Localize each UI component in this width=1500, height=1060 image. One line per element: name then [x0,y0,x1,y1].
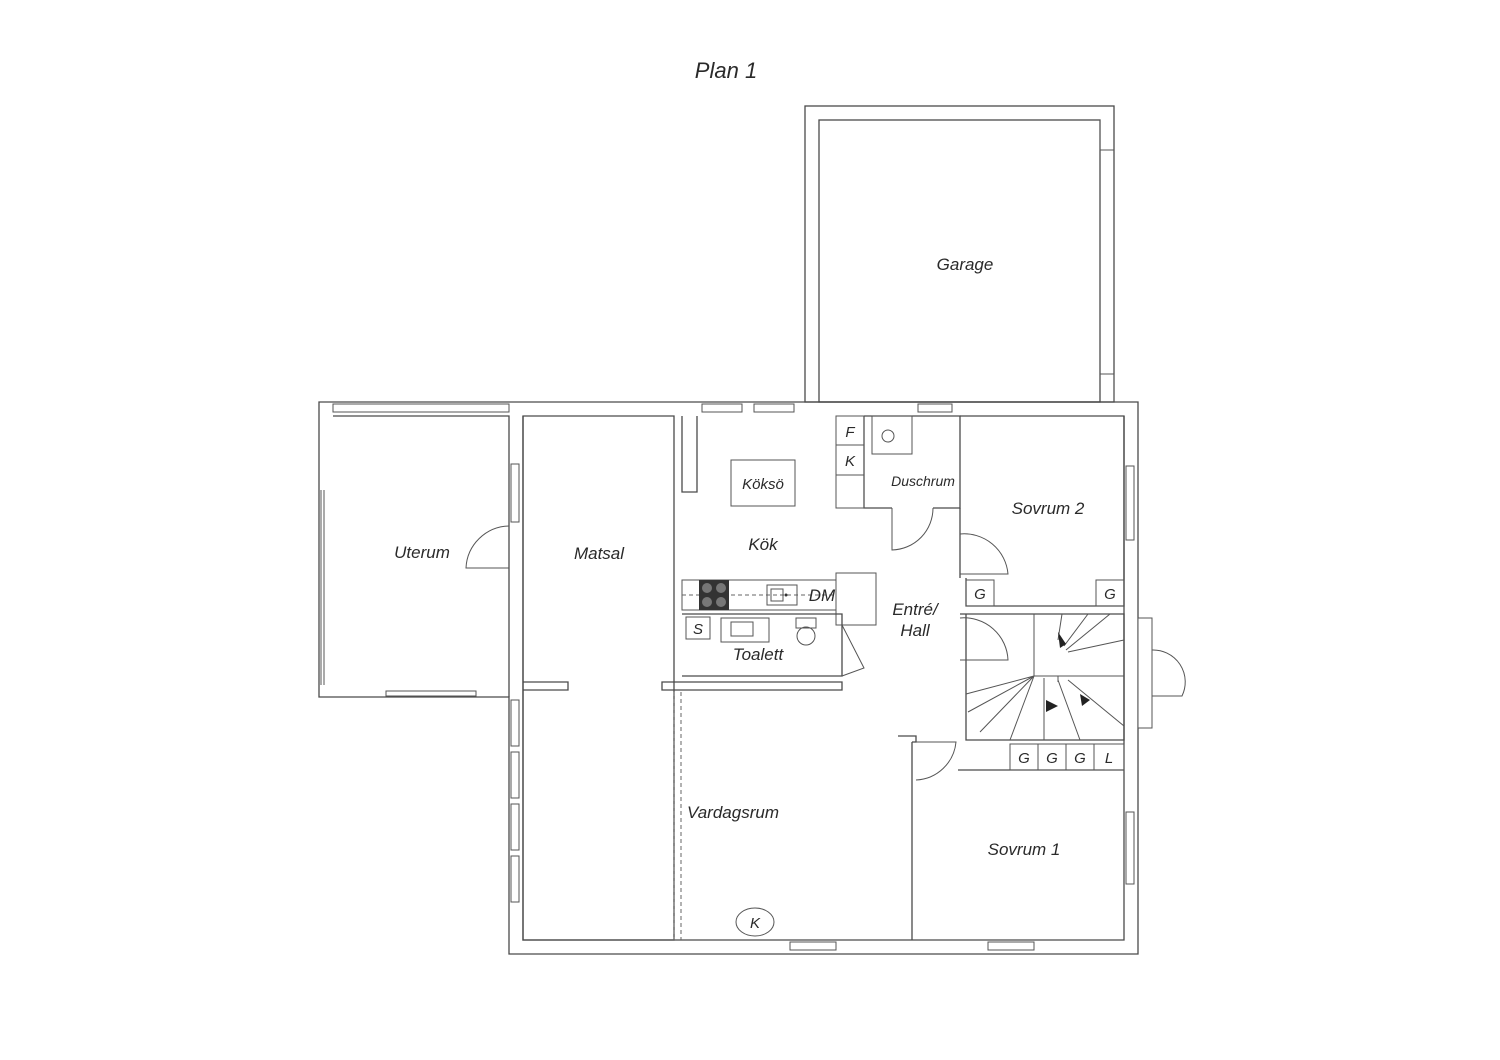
fixture-label-s: S [693,621,703,638]
fixture-boxes [685,579,1125,937]
staircase [965,613,1125,741]
room-label-koksö: Köksö [742,476,784,493]
room-label-entre: Entré/ [892,600,940,619]
fixture-label-g: G [1018,750,1030,767]
fixture-label-g: G [1046,750,1058,767]
kitchen-island [730,459,796,507]
dashed-guides [673,416,913,940]
fireplace-label-k: K [750,915,761,932]
garage-walls [804,105,1115,403]
room-label-vardagsrum: Vardagsrum [687,803,779,822]
room-label-uterum: Uterum [394,543,450,562]
fixture-label-l: L [1105,750,1113,767]
house-walls [318,401,1139,955]
room-label-hall: Hall [900,621,931,640]
stove-icon [699,580,729,610]
washbasin-icon [720,617,770,643]
room-label-matsal: Matsal [574,544,625,563]
room-label-sovrum-2: Sovrum 2 [1012,499,1085,518]
room-label-garage: Garage [937,255,994,274]
windows [320,403,1153,951]
fixture-label-g: G [1074,750,1086,767]
fixture-label-dm: DM [809,586,836,605]
room-label-sovrum-1: Sovrum 1 [988,840,1061,859]
fixture-label-k: K [845,453,856,470]
room-label-kok: Kök [748,535,779,554]
room-label-duschrum: Duschrum [891,473,955,489]
room-label-toalett: Toalett [733,645,785,664]
fixture-label-f: F [845,424,855,441]
fixture-label-g: G [1104,586,1116,603]
sink-icon [766,584,798,606]
shower-icon [871,415,913,455]
doors [465,507,1186,781]
fixture-label-g: G [974,586,986,603]
toilet-icon [795,617,817,646]
plan-title: Plan 1 [694,58,758,83]
